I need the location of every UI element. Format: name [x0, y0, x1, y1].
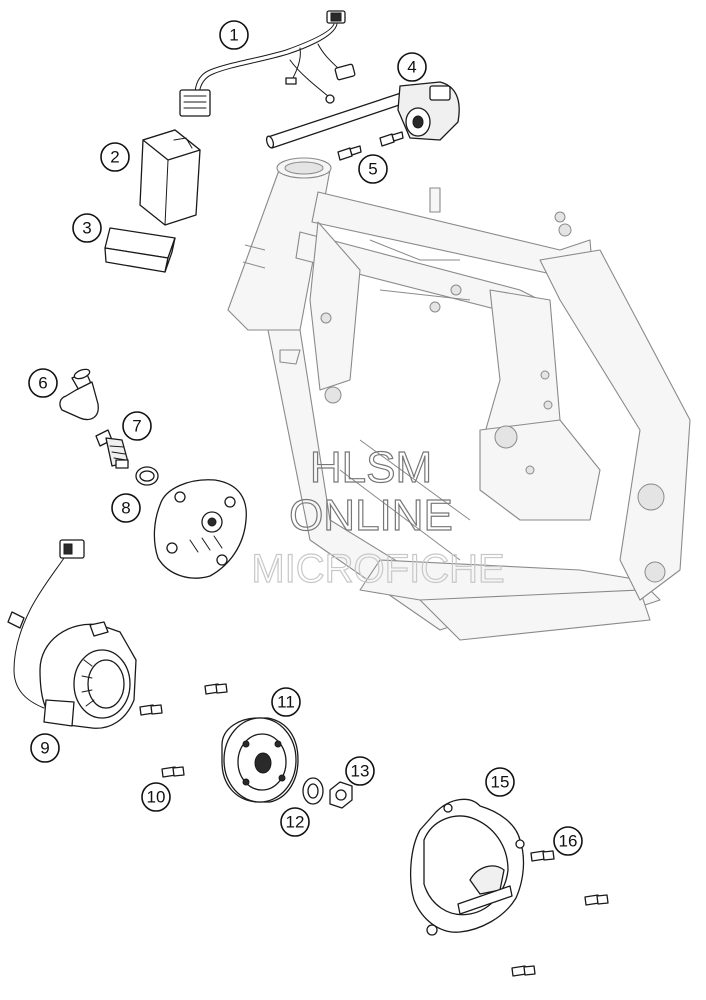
spark-plug: [95, 429, 129, 469]
callout-16: 16: [553, 826, 583, 856]
callout-label: 6: [38, 374, 47, 393]
cdi-control-unit: [139, 129, 201, 226]
callout-8: 8: [111, 493, 141, 523]
motorcycle-frame: [227, 157, 691, 641]
callout-label: 5: [368, 160, 377, 179]
ignition-coil: [265, 81, 460, 149]
callout-10: 10: [141, 782, 171, 812]
callout-label: 12: [286, 813, 305, 832]
callout-label: 2: [110, 148, 119, 167]
callout-12: 12: [280, 807, 310, 837]
callout-label: 15: [491, 773, 510, 792]
callout-label: 8: [121, 499, 130, 518]
callout-9: 9: [30, 733, 60, 763]
callout-label: 10: [147, 788, 166, 807]
callout-6: 6: [28, 368, 58, 398]
cdi-rubber-holder: [104, 227, 176, 273]
callout-label: 3: [82, 219, 91, 238]
callout-2: 2: [100, 142, 130, 172]
callout-label: 9: [40, 739, 49, 758]
callout-label: 11: [277, 693, 295, 712]
watermark-line-3: MICROFICHE: [251, 547, 504, 591]
callout-4: 4: [397, 52, 427, 82]
watermark: HLSM ONLINE MICROFICHE: [251, 442, 506, 591]
callout-5: 5: [358, 154, 388, 184]
callout-13: 13: [345, 756, 375, 786]
callout-label: 1: [229, 26, 238, 45]
callout-label: 16: [559, 832, 578, 851]
watermark-line-2: ONLINE: [289, 491, 453, 540]
callout-15: 15: [485, 767, 515, 797]
watermark-line-1: HLSM: [310, 443, 432, 492]
flywheel-rotor: [221, 717, 299, 803]
wiring-harness: [179, 10, 356, 117]
cylinder-head: [153, 479, 247, 579]
callout-7: 7: [122, 411, 152, 441]
callout-label: 4: [407, 58, 416, 77]
rotor-washer: [302, 777, 324, 805]
stator-screws: [139, 683, 228, 778]
rotor-nut: [329, 781, 353, 809]
callout-1: 1: [219, 20, 249, 50]
coil-screws: [337, 131, 404, 161]
callout-3: 3: [72, 213, 102, 243]
cover-screws: [511, 850, 609, 977]
callout-11: 11: [271, 687, 301, 717]
ignition-cover: [410, 798, 525, 936]
callout-label: 7: [132, 417, 141, 436]
callout-label: 13: [351, 762, 370, 781]
stator-assembly: [7, 539, 137, 729]
sealing-ring: [135, 466, 159, 486]
spark-plug-connector: [59, 368, 99, 421]
